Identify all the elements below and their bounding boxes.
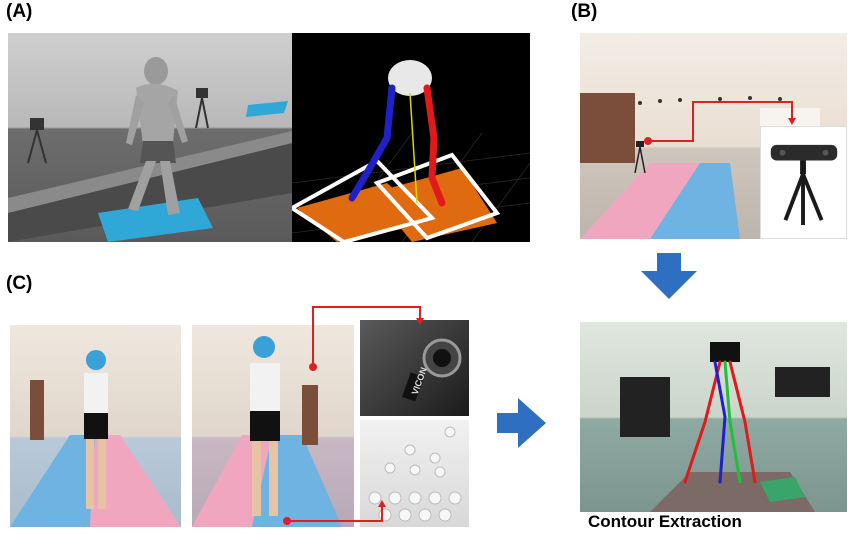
right-arrow-icon [497, 398, 546, 448]
depth-camera-inset [760, 126, 847, 239]
skeleton-model-image [292, 33, 530, 242]
panel-label-b: (B) [571, 1, 598, 22]
contour-extraction-caption: Contour Extraction [588, 512, 742, 531]
panel-label-c: (C) [6, 273, 33, 294]
subject-front-photo [10, 325, 181, 527]
motion-capture-camera-photo: VICON [360, 320, 469, 416]
contour-extraction-image [580, 322, 847, 512]
down-arrow-icon [641, 253, 697, 299]
panel-label-a: (A) [6, 1, 33, 22]
subject-back-photo [192, 325, 354, 527]
reflective-markers-photo [360, 420, 469, 527]
simulation-walkway-image [8, 33, 292, 242]
